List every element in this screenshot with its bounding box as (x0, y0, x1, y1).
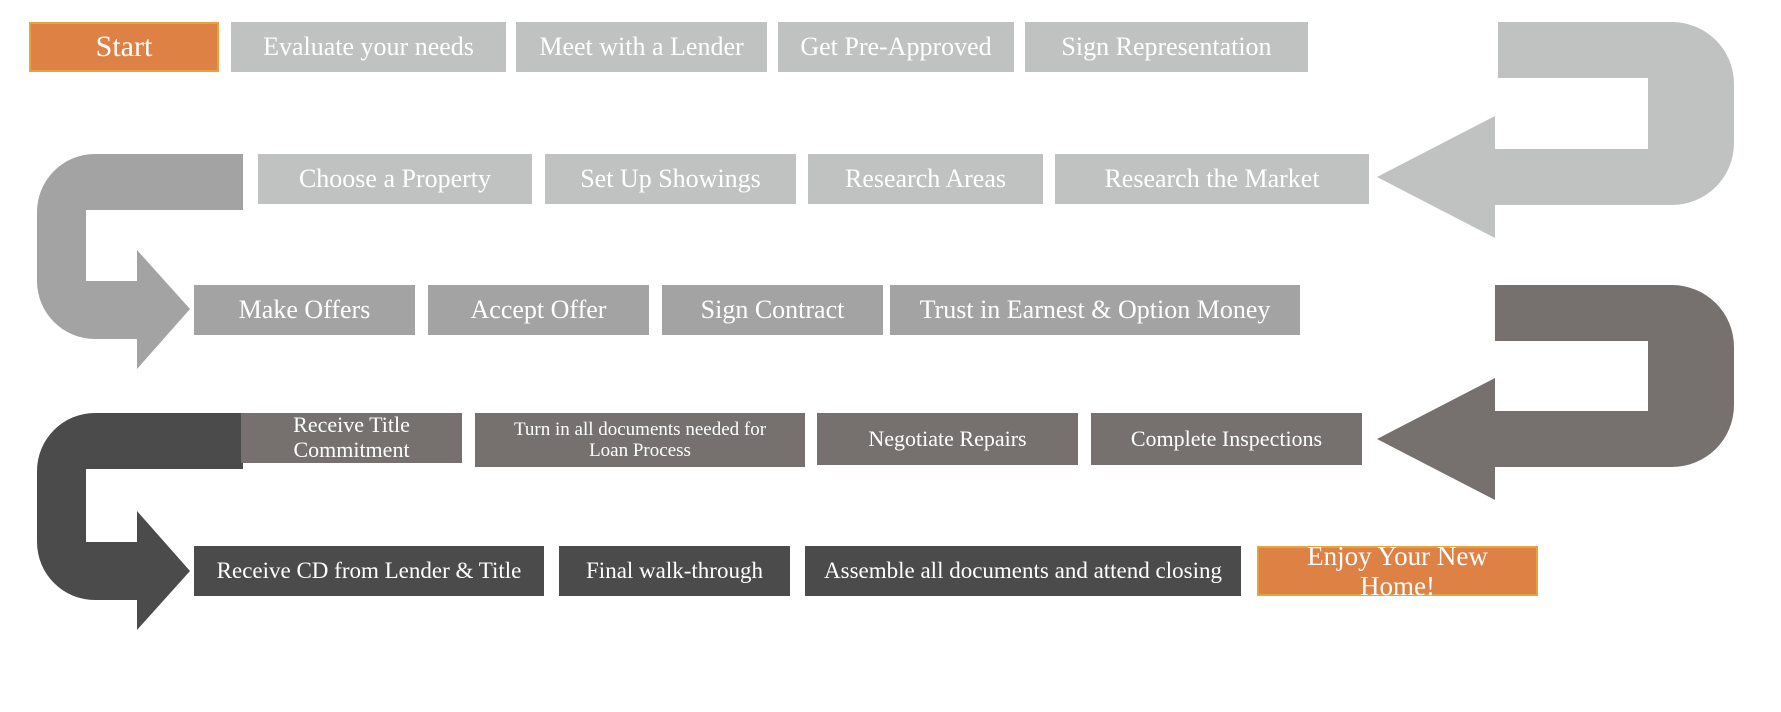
flow-box-sign-representation[interactable]: Sign Representation (1025, 22, 1308, 72)
flow-box-evaluate-your-needs[interactable]: Evaluate your needs (231, 22, 506, 72)
connector-row4-to-row5-uturn (37, 413, 243, 630)
flow-box-research-the-market[interactable]: Research the Market (1055, 154, 1369, 204)
flow-box-negotiate-repairs[interactable]: Negotiate Repairs (817, 413, 1078, 465)
connector-row1-to-row2-uturn (1377, 22, 1734, 238)
flow-box-meet-with-a-lender[interactable]: Meet with a Lender (516, 22, 767, 72)
flow-box-turn-in-all-documents-for-loan-process[interactable]: Turn in all documents needed for Loan Pr… (475, 413, 805, 467)
flow-box-accept-offer[interactable]: Accept Offer (428, 285, 649, 335)
flow-box-trust-in-earnest-and-option-money[interactable]: Trust in Earnest & Option Money (890, 285, 1300, 335)
flow-box-complete-inspections[interactable]: Complete Inspections (1091, 413, 1362, 465)
flow-box-start[interactable]: Start (29, 22, 219, 72)
flow-box-research-areas[interactable]: Research Areas (808, 154, 1043, 204)
flow-box-final-walk-through[interactable]: Final walk-through (559, 546, 790, 596)
flow-box-get-pre-approved[interactable]: Get Pre-Approved (778, 22, 1014, 72)
flow-box-choose-a-property[interactable]: Choose a Property (258, 154, 532, 204)
flow-box-assemble-documents-attend-closing[interactable]: Assemble all documents and attend closin… (805, 546, 1241, 596)
flow-box-sign-contract[interactable]: Sign Contract (662, 285, 883, 335)
connector-row2-to-row3-uturn (37, 154, 243, 369)
flow-box-enjoy-your-new-home[interactable]: Enjoy Your New Home! (1257, 541, 1538, 601)
connector-row3-to-row4-uturn (1377, 285, 1734, 500)
flow-box-receive-cd-from-lender-and-title[interactable]: Receive CD from Lender & Title (194, 546, 544, 596)
flow-box-set-up-showings[interactable]: Set Up Showings (545, 154, 796, 204)
flow-box-make-offers[interactable]: Make Offers (194, 285, 415, 335)
flow-box-receive-title-commitment[interactable]: Receive Title Commitment (241, 413, 462, 463)
